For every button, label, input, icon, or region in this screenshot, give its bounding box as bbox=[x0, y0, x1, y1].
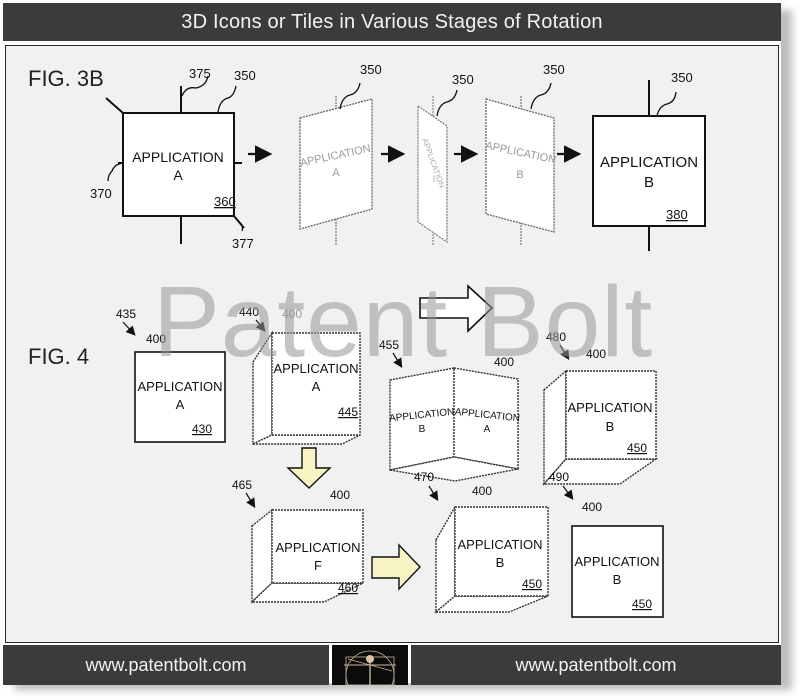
t470-ref400: 400 bbox=[472, 484, 492, 498]
figure-panel: FIG. 3B 375 350 370 377 APPLICATION A bbox=[5, 45, 779, 643]
t455-right2: A bbox=[484, 424, 491, 435]
t490-line1: APPLICATION bbox=[574, 554, 659, 569]
tile-b-line1: APPLICATION bbox=[600, 154, 698, 171]
t490-ref400: 400 bbox=[582, 500, 602, 514]
tile-435 bbox=[134, 351, 226, 443]
arrow-right-yellow bbox=[371, 543, 421, 591]
tile-490 bbox=[571, 525, 664, 618]
t470-line1: APPLICATION bbox=[457, 537, 542, 552]
tile-a-line1: APPLICATION bbox=[132, 149, 224, 165]
t490-ref: 450 bbox=[632, 597, 652, 611]
t490-line2: B bbox=[613, 572, 622, 587]
ref-435: 435 bbox=[116, 307, 136, 321]
ref-370: 370 bbox=[90, 186, 112, 201]
pointer-470 bbox=[428, 485, 439, 502]
cube-455 bbox=[389, 367, 519, 482]
t440-ref400: 400 bbox=[282, 307, 302, 321]
t465-line1: APPLICATION bbox=[275, 540, 360, 555]
ref-465: 465 bbox=[232, 478, 252, 492]
fig4-label: FIG. 4 bbox=[28, 344, 89, 369]
pointer-480 bbox=[559, 344, 570, 361]
t465-ref400: 400 bbox=[330, 488, 350, 502]
t435-line1: APPLICATION bbox=[137, 379, 222, 394]
rotation-arrow-right bbox=[419, 284, 494, 333]
pointer-440 bbox=[255, 319, 266, 332]
t480-line1: APPLICATION bbox=[567, 400, 652, 415]
ref-375: 375 bbox=[189, 66, 211, 81]
fig3b-rotation-2 bbox=[417, 89, 458, 246]
fig3b-tile-b bbox=[592, 80, 706, 251]
pointer-455 bbox=[392, 352, 403, 369]
vitruvian-man-logo-icon bbox=[332, 645, 408, 700]
figure-frame: 3D Icons or Tiles in Various Stages of R… bbox=[3, 3, 781, 700]
ref-350: 350 bbox=[234, 68, 256, 83]
t480-ref: 450 bbox=[627, 441, 647, 455]
t480-line2: B bbox=[606, 419, 615, 434]
ref-480: 480 bbox=[546, 330, 566, 344]
t440-ref: 445 bbox=[338, 405, 358, 419]
pointer-435 bbox=[122, 321, 136, 336]
cube-465 bbox=[250, 508, 364, 604]
tile-b-ref: 380 bbox=[666, 207, 688, 222]
rot3-line2: B bbox=[516, 169, 523, 181]
footer-left: www.patentbolt.com bbox=[3, 645, 329, 685]
t455-left2: B bbox=[419, 424, 426, 435]
title-bar: 3D Icons or Tiles in Various Stages of R… bbox=[3, 3, 781, 41]
ref-470: 470 bbox=[414, 470, 434, 484]
t465-line2: F bbox=[314, 558, 322, 573]
fig3b-tile-a bbox=[105, 75, 245, 244]
t470-line2: B bbox=[496, 555, 505, 570]
footer-right: www.patentbolt.com bbox=[411, 645, 781, 685]
t435-ref: 430 bbox=[192, 422, 212, 436]
cube-440 bbox=[252, 330, 361, 446]
rot1-ref: 350 bbox=[360, 62, 382, 77]
t435-ref400: 400 bbox=[146, 332, 166, 346]
fig3b-rotation-3 bbox=[485, 82, 555, 246]
t440-line2: A bbox=[312, 379, 321, 394]
ref-490: 490 bbox=[549, 470, 569, 484]
t465-ref: 460 bbox=[338, 581, 358, 595]
ref-377: 377 bbox=[232, 236, 254, 251]
footer-left-url[interactable]: www.patentbolt.com bbox=[85, 655, 247, 675]
page-title: 3D Icons or Tiles in Various Stages of R… bbox=[181, 11, 603, 33]
tile-a-line2: A bbox=[173, 167, 183, 183]
cube-480 bbox=[542, 369, 659, 486]
rot2-ref: 350 bbox=[452, 72, 474, 87]
patent-drawing: FIG. 3B 375 350 370 377 APPLICATION A bbox=[28, 62, 706, 618]
tile-a-ref: 360 bbox=[214, 194, 236, 209]
cube-470 bbox=[434, 504, 549, 614]
rot3-ref: 350 bbox=[543, 62, 565, 77]
rot1-line2: A bbox=[332, 167, 340, 179]
pointer-490 bbox=[562, 485, 574, 500]
rot2-line2: I bbox=[433, 174, 436, 184]
fig3b-label: FIG. 3B bbox=[28, 66, 104, 91]
footer: www.patentbolt.com www.patentbolt.com bbox=[3, 645, 781, 700]
tile-b-line2: B bbox=[644, 174, 654, 191]
footer-right-url[interactable]: www.patentbolt.com bbox=[515, 655, 677, 675]
t435-line2: A bbox=[176, 397, 185, 412]
ref-455: 455 bbox=[379, 338, 399, 352]
t470-ref: 450 bbox=[522, 577, 542, 591]
t480-ref400: 400 bbox=[586, 347, 606, 361]
pointer-465 bbox=[245, 492, 256, 509]
t455-ref400: 400 bbox=[494, 355, 514, 369]
fig3b-rotation-1 bbox=[299, 82, 373, 246]
tile-b-top-ref: 350 bbox=[671, 70, 693, 85]
t440-line1: APPLICATION bbox=[273, 361, 358, 376]
ref-440: 440 bbox=[239, 305, 259, 319]
arrow-down-yellow bbox=[286, 447, 332, 489]
